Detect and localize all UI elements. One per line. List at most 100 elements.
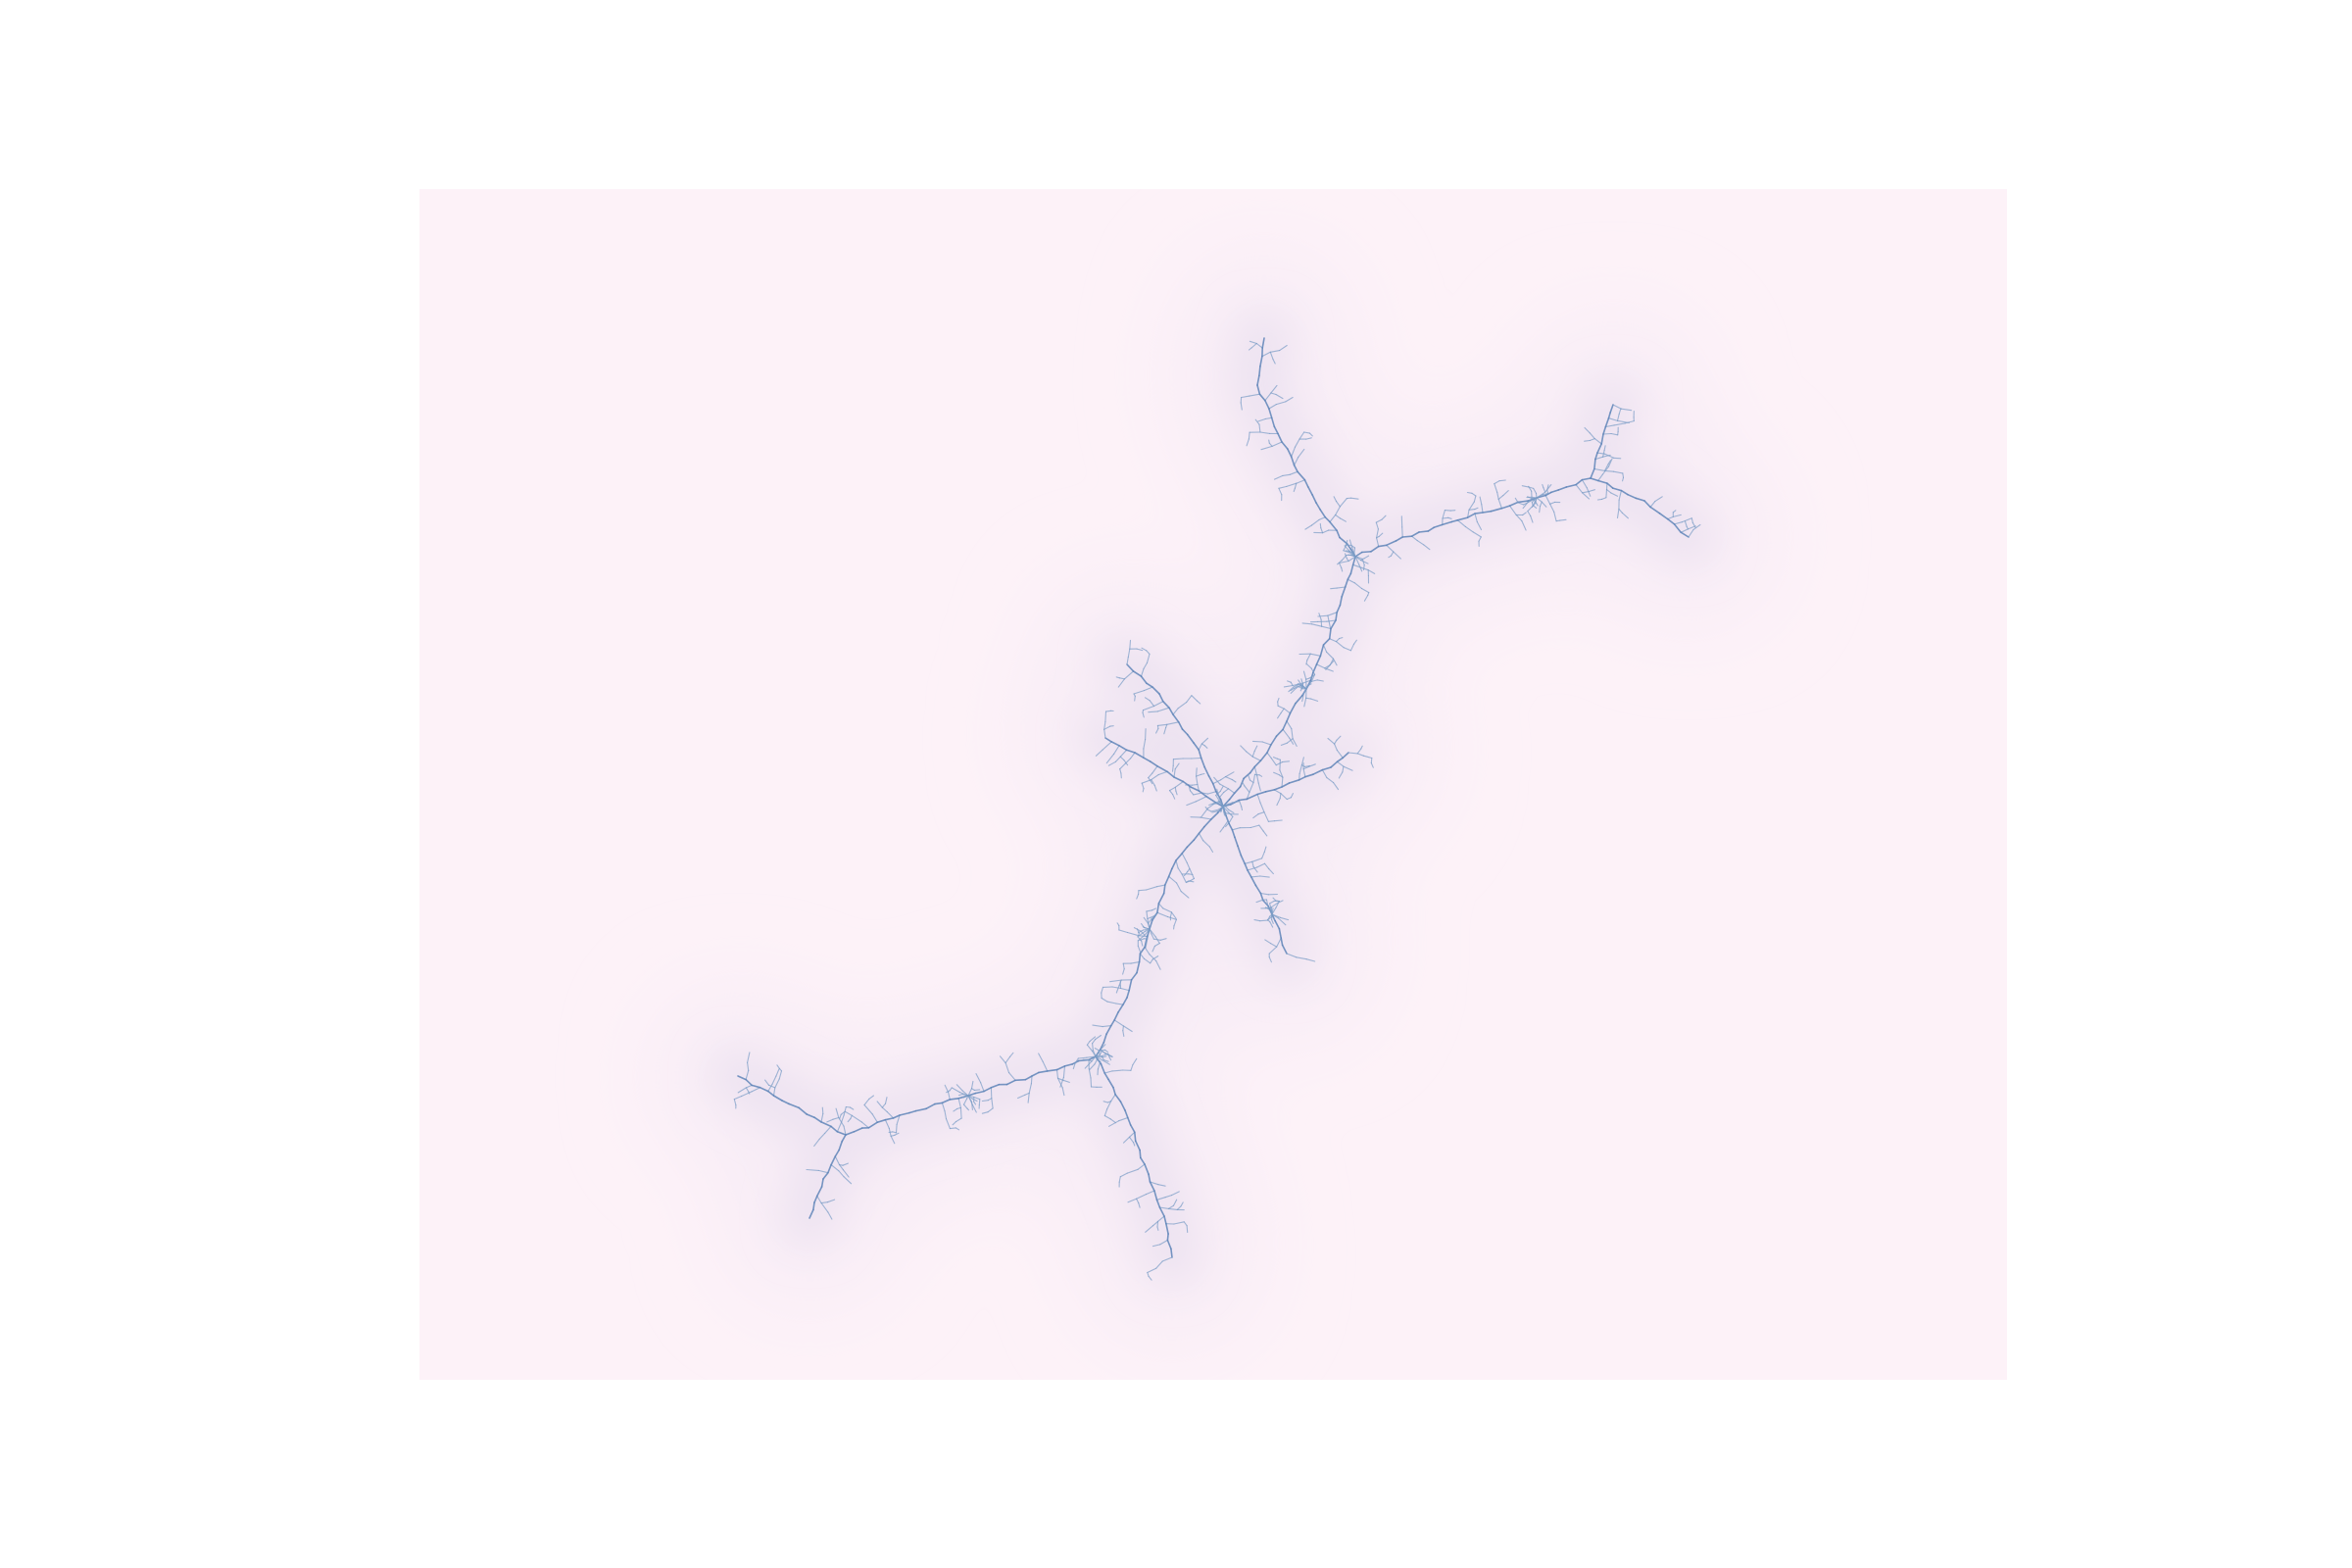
filament-segment [1219, 783, 1230, 790]
filament-segment [836, 1130, 847, 1136]
filament-segment [1099, 1041, 1105, 1051]
filament-segment [1155, 959, 1161, 970]
filament-segment [1162, 907, 1173, 913]
filament-segment [944, 1084, 950, 1094]
filament-segment [983, 1086, 993, 1093]
filament-segment [1247, 866, 1258, 871]
filament-segment [1586, 487, 1592, 497]
filament-segment [1173, 918, 1177, 927]
filament-segment [1181, 728, 1189, 736]
filament-segment [835, 1107, 840, 1119]
filament-segment [863, 1103, 873, 1115]
filament-segment [1126, 1168, 1139, 1174]
filament-segment [978, 1099, 981, 1106]
filament-segment [1270, 735, 1278, 746]
filament-segment [1278, 927, 1283, 940]
filament-segment [1198, 749, 1202, 760]
filament-segment [1285, 396, 1294, 403]
filament-segment [1411, 535, 1418, 542]
filament-segment [1146, 909, 1153, 912]
filament-segment [1103, 1072, 1109, 1081]
filament-segment [1286, 711, 1292, 722]
filament-segment [1618, 408, 1622, 415]
filament-segment [1298, 764, 1302, 775]
filament-segment [1324, 664, 1331, 669]
filament-segment [1312, 663, 1318, 674]
filament-segment [815, 1186, 823, 1198]
filament-segment [1104, 710, 1107, 722]
filament-segment [1263, 811, 1269, 822]
filament-segment [1620, 489, 1629, 496]
filament-segment [1616, 413, 1620, 421]
filament-segment [1062, 1079, 1070, 1083]
filament-segment [971, 1104, 977, 1113]
filament-segment [1186, 733, 1195, 744]
filament-segment [1294, 438, 1300, 448]
filament-segment [941, 1102, 946, 1112]
filament-segment [1315, 655, 1322, 665]
filament-segment [1282, 728, 1291, 739]
filament-segment [847, 1118, 852, 1123]
filament-segment [1251, 858, 1263, 862]
filament-segment [1094, 1048, 1100, 1052]
filament-segment [1198, 790, 1207, 798]
filament-segment [1172, 794, 1176, 800]
filament-segment [845, 1105, 852, 1108]
filament-segment [1328, 627, 1332, 640]
filament-segment [1200, 737, 1209, 745]
filament-segment [1277, 432, 1283, 443]
filament-segment [1351, 556, 1356, 566]
filament-segment [884, 1119, 890, 1129]
filament-segment [1155, 1197, 1166, 1200]
filament-segment [1109, 1118, 1117, 1124]
filament-segment [1249, 393, 1260, 397]
filament-segment [868, 1095, 874, 1100]
filament-segment [1246, 438, 1250, 447]
filament-segment [890, 1135, 896, 1145]
filament-segment [1038, 1070, 1049, 1074]
filament-segment [1294, 457, 1299, 466]
filament-segment [1590, 467, 1595, 479]
filament-segment [1136, 960, 1141, 974]
filament-segment [821, 1106, 824, 1114]
filament-segment [1027, 1092, 1030, 1103]
filament-segment [1290, 793, 1294, 799]
filament-segment [1243, 771, 1251, 780]
filament-segment [1182, 780, 1192, 788]
filament-segment [1152, 1244, 1161, 1248]
filament-segment [1326, 619, 1337, 622]
filament-segment [1145, 728, 1147, 741]
filament-segment [1277, 900, 1284, 904]
filament-segment [1274, 919, 1281, 930]
filament-segment [1308, 674, 1316, 679]
filament-segment [1256, 384, 1261, 395]
filament-segment [1354, 551, 1363, 558]
filament-segment [1241, 806, 1244, 811]
filament-segment [876, 1118, 887, 1124]
filament-segment [1143, 662, 1149, 669]
filament-segment [1132, 670, 1143, 677]
filament-segment [1140, 667, 1145, 677]
filament-segment [1321, 766, 1332, 771]
filament-segment [1136, 648, 1144, 652]
filament-segment [1336, 749, 1344, 759]
filament-segment [820, 1202, 829, 1213]
filament-segment [1144, 928, 1151, 936]
filament-segment [1118, 929, 1129, 934]
filament-segment [1215, 790, 1221, 797]
filament-segment [1133, 927, 1142, 932]
filament-segment [876, 1101, 883, 1108]
filament-segment [1227, 788, 1236, 794]
filament-segment [1339, 536, 1348, 545]
filament-segment [849, 1106, 855, 1110]
filament-segment [1293, 685, 1298, 689]
filament-segment [851, 1114, 862, 1123]
filament-segment [1137, 1163, 1146, 1170]
filament-segment [1193, 742, 1200, 751]
filament-segment [1087, 1058, 1093, 1062]
filament-segment [1508, 501, 1519, 507]
filament-segment [1100, 1062, 1106, 1074]
filament-segment [1295, 694, 1303, 705]
filament-segment [1250, 824, 1260, 829]
filament-segment [1544, 491, 1552, 497]
